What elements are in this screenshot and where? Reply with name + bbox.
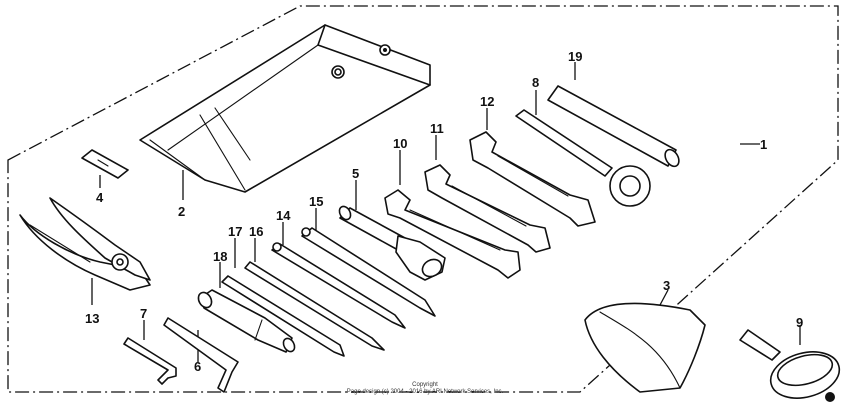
tire-pressure-gauge	[739, 329, 841, 402]
callout-13: 13	[85, 311, 100, 326]
callout-3: 3	[663, 278, 671, 293]
callout-5: 5	[352, 166, 360, 181]
callout-11: 11	[430, 121, 444, 136]
small-clip	[81, 149, 129, 179]
callout-12: 12	[480, 94, 495, 109]
callout-15: 15	[309, 194, 324, 209]
hex-key-large	[163, 317, 239, 393]
callout-14: 14	[276, 208, 291, 223]
open-end-wrench-11	[424, 164, 551, 253]
callout-6: 6	[194, 359, 202, 374]
screwdriver-shaft	[221, 275, 345, 357]
callout-7: 7	[140, 306, 148, 321]
phillips-screwdriver	[271, 242, 406, 329]
callout-16: 16	[249, 224, 264, 239]
copyright-notice: Copyright Page design (c) 2004 - 2016 by…	[300, 382, 550, 396]
copyright-line-2: Page design (c) 2004 - 2016 by ARI Netwo…	[346, 389, 504, 395]
flat-screwdriver	[244, 261, 385, 351]
callout-4: 4	[96, 190, 104, 205]
callout-8: 8	[532, 75, 540, 90]
callout-9: 9	[796, 315, 804, 330]
pliers	[19, 197, 151, 291]
callout-17: 17	[228, 224, 243, 239]
copyright-line-1: Copyright	[412, 382, 438, 388]
callout-2: 2	[178, 204, 186, 219]
open-end-wrench-10	[384, 189, 521, 279]
ring-spanner	[515, 109, 651, 207]
tool-pouch	[139, 24, 431, 193]
long-screwdriver	[301, 227, 436, 317]
screwdriver-handle	[197, 289, 296, 353]
callout-19: 19	[568, 49, 583, 64]
spark-plug-wrench	[338, 205, 446, 281]
extension-bar	[547, 85, 680, 168]
hex-key-small	[123, 337, 177, 385]
callout-18: 18	[213, 249, 228, 264]
callout-10: 10	[393, 136, 408, 151]
callout-1: 1	[760, 137, 768, 152]
tool-case	[584, 302, 706, 393]
open-end-wrench-12	[469, 131, 596, 227]
leader-lines	[91, 62, 801, 362]
kit-boundary	[7, 5, 839, 393]
